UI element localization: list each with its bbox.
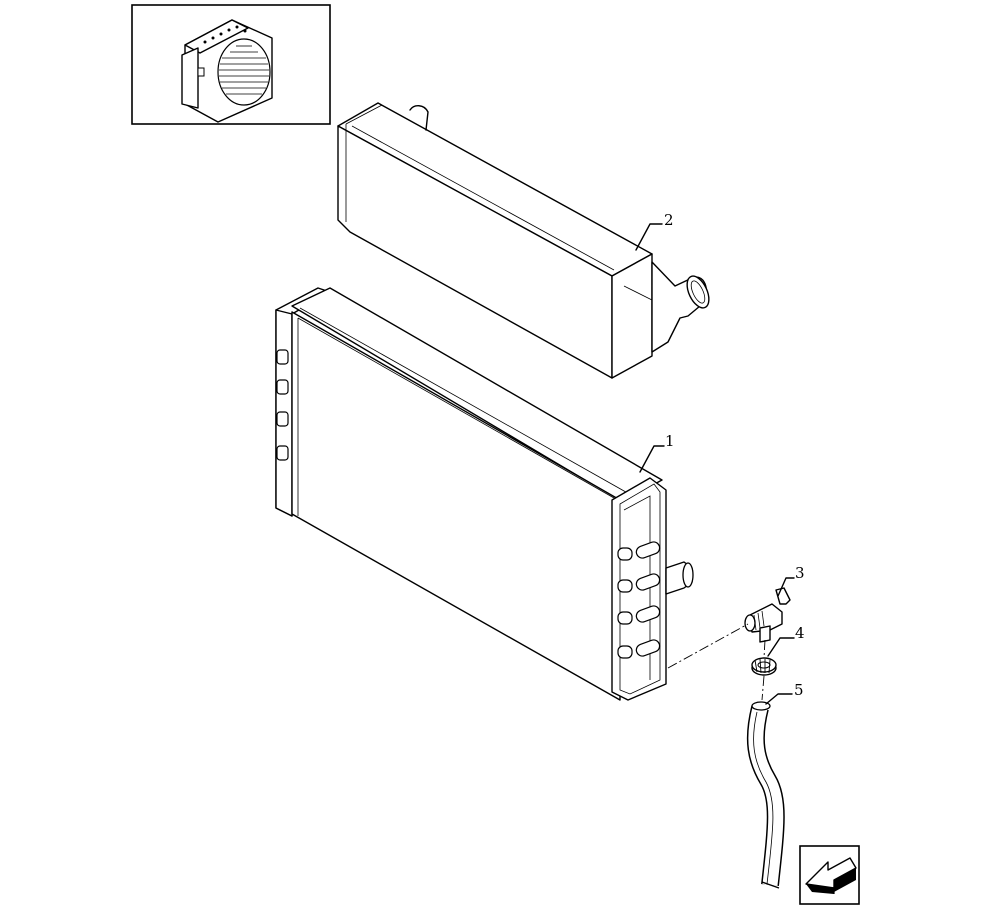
drain-valve[interactable] xyxy=(744,587,791,643)
drain-hose[interactable] xyxy=(746,701,785,889)
arrow-back-icon xyxy=(805,857,857,894)
radiator-core[interactable] xyxy=(275,287,694,701)
callout-3-label[interactable]: 3 xyxy=(795,564,805,582)
callout-2-label[interactable]: 2 xyxy=(664,211,674,229)
thumbnail-frame[interactable] xyxy=(131,4,331,125)
cooling-pack-thumbnail-icon xyxy=(181,19,273,123)
hose-clamp[interactable] xyxy=(751,657,777,676)
callout-5-label[interactable]: 5 xyxy=(794,681,804,699)
leader-lines xyxy=(635,223,795,705)
intercooler[interactable] xyxy=(337,102,713,379)
assembly-centerline xyxy=(667,623,766,701)
callout-4-label[interactable]: 4 xyxy=(795,624,805,642)
callout-1-label[interactable]: 1 xyxy=(665,432,675,450)
nav-arrow-button[interactable] xyxy=(799,845,860,905)
